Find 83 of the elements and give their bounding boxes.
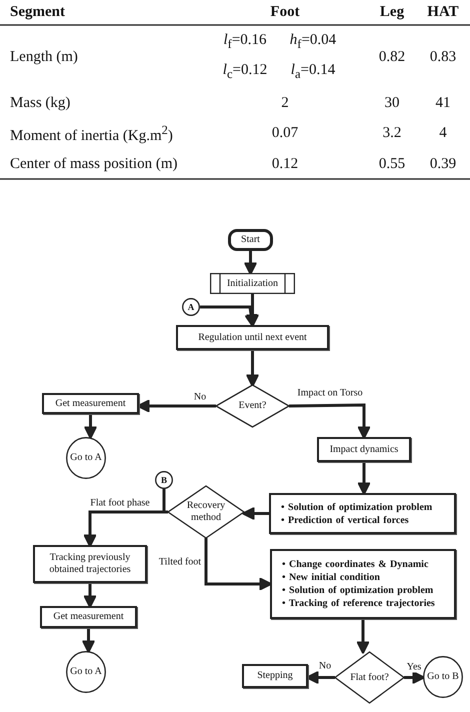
node-label: Get measurement	[55, 398, 126, 410]
arrow	[82, 628, 96, 654]
edge-label: No	[318, 660, 332, 672]
decision-diamond	[216, 385, 289, 427]
arrow	[246, 294, 260, 328]
connector-circle	[66, 651, 106, 693]
decision-diamond	[335, 652, 404, 703]
table-cell: 0.83	[430, 48, 456, 66]
node-label: Go to A	[70, 452, 102, 464]
process-box	[42, 393, 139, 414]
bullet-item: • Prediction of vertical forces	[281, 514, 410, 526]
start-terminal	[228, 229, 273, 251]
arrow	[242, 506, 269, 520]
decision-diamond	[168, 486, 244, 538]
connector-circle	[66, 437, 106, 479]
edge-label: Tilted foot	[158, 556, 202, 568]
node-label: Go to A	[70, 666, 102, 678]
table-cell: 0.39	[430, 155, 456, 173]
arrow	[204, 538, 272, 591]
table-cell: 3.2	[382, 124, 402, 142]
table-cell: 30	[384, 94, 400, 112]
table-cell: 41	[436, 94, 450, 112]
process-box	[317, 437, 411, 462]
edge-label: Flat foot phase	[89, 498, 151, 508]
arrow	[83, 583, 97, 608]
bullet-item: • Solution of optimization problem	[282, 584, 434, 597]
predefined-process-box	[210, 273, 295, 294]
arrow	[404, 670, 426, 684]
arrow	[357, 462, 371, 496]
bullet-item: • Solution of optimization problem	[281, 500, 432, 514]
node-label: Flat foot?	[350, 672, 389, 684]
arrow	[84, 414, 98, 440]
column-header: Foot	[270, 3, 300, 21]
node-label: Recovery method	[186, 500, 226, 524]
table-cell: l$_{c}$=0.12	[222, 61, 268, 83]
edge-label: Yes	[406, 662, 422, 672]
node-label: Go to B	[427, 671, 459, 683]
arrow	[246, 350, 260, 388]
node-label: A	[188, 301, 194, 313]
process-box	[270, 549, 456, 619]
table-cell: 2	[281, 94, 289, 112]
arrow	[200, 306, 258, 328]
table-cell: 0.82	[378, 48, 406, 66]
bullet-item: • Change coordinates & Dynamic	[282, 558, 430, 571]
bullet-item: • New initial condition	[282, 571, 381, 584]
node-label: Tracking previously obtained trajectories	[48, 552, 132, 576]
table-cell: 0.55	[378, 155, 406, 173]
table-cell: 0.07	[272, 124, 298, 142]
table-cell: 0.12	[272, 155, 298, 173]
edge-label: Impact on Torso	[296, 388, 364, 398]
connector-circle	[423, 656, 463, 698]
arrow	[244, 251, 258, 276]
node-label: Impact dynamics	[330, 444, 398, 456]
node-label: Initialization	[226, 278, 278, 290]
edge-label: No	[192, 392, 208, 402]
column-header: Leg	[380, 3, 404, 21]
node-label: Start	[241, 234, 260, 246]
table-cell: h$_{f}$=0.04	[290, 31, 336, 53]
process-box	[33, 545, 147, 583]
table-cell-text: Moment of inertia (Kg.m$^{2}$)	[10, 122, 173, 145]
table-cell: 4	[439, 124, 447, 142]
connector-circle	[155, 471, 173, 489]
node-label: Stepping	[257, 670, 293, 682]
process-box	[269, 493, 456, 534]
node-label: B	[160, 474, 167, 486]
process-box	[242, 664, 308, 688]
node-label: Get measurement	[53, 611, 124, 623]
connector-circle	[182, 298, 200, 316]
table-cell: Mass (kg)	[10, 94, 70, 112]
process-box	[176, 325, 329, 350]
process-box	[40, 606, 137, 628]
node-label: Event?	[238, 400, 266, 412]
arrow	[288, 403, 371, 440]
bullet-item: • Tracking of reference trajectories	[282, 597, 435, 610]
column-header: HAT	[427, 3, 459, 21]
table-cell: l$_{f}$=0.16	[223, 31, 267, 53]
arrow	[83, 489, 166, 548]
table-cell: Center of mass position (m)	[10, 155, 178, 173]
node-label: Regulation until next event	[198, 332, 307, 344]
column-header: Segment	[10, 3, 65, 21]
arrow	[356, 619, 370, 654]
table-cell: l$_{a}$=0.14	[290, 61, 336, 83]
table-cell: Length (m)	[10, 48, 78, 66]
